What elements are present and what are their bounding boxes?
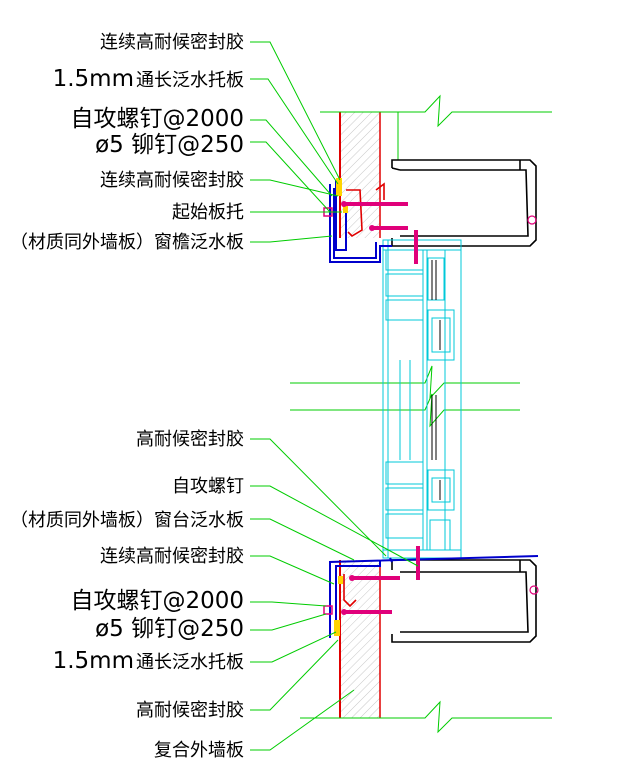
sealant-upper-1 xyxy=(336,178,342,196)
label-flashing-tray-lower-text: 通长泛水托板 xyxy=(136,652,244,673)
fastener-upper-right xyxy=(527,215,537,225)
label-screw: 自攻螺钉 xyxy=(172,476,244,497)
steel-channel-upper xyxy=(391,159,537,247)
screw-upper-2 xyxy=(369,225,408,231)
sealant-upper-2 xyxy=(343,203,348,213)
sill-support-red xyxy=(343,574,357,608)
screw-lower-2 xyxy=(341,609,392,615)
rivet-lower xyxy=(323,605,333,615)
window-frame xyxy=(382,239,462,559)
screw-lower-1 xyxy=(349,575,400,581)
labels-bottom: 高耐候密封胶 自攻螺钉 （材质同外墙板）窗台泛水板 连续高耐候密封胶 自攻螺钉@… xyxy=(10,429,244,761)
label-starter-support: 起始板托 xyxy=(172,202,244,223)
label-screw-2000-lower: 自攻螺钉@2000 xyxy=(70,588,244,614)
label-sealant-2: 连续高耐候密封胶 xyxy=(100,170,244,191)
label-sealant-1: 连续高耐候密封胶 xyxy=(100,32,244,53)
fastener-lower-right xyxy=(529,585,539,595)
label-rivet-250: ø5 铆钉@250 xyxy=(95,132,244,158)
window-sill-flashing xyxy=(329,555,539,638)
label-prefix-1: 1.5mm xyxy=(53,66,134,92)
composite-wall-lower xyxy=(339,560,381,718)
label-flashing-tray-text: 通长泛水托板 xyxy=(136,70,244,91)
label-sealant-5: 高耐候密封胶 xyxy=(136,700,244,721)
label-sealant-3: 高耐候密封胶 xyxy=(136,429,244,450)
sealant-lower-1 xyxy=(334,620,340,636)
label-composite-wall: 复合外墙板 xyxy=(154,740,244,761)
steel-channel-lower xyxy=(391,559,537,643)
starter-panel-support xyxy=(346,182,385,238)
break-lines xyxy=(290,94,552,734)
label-sealant-4: 连续高耐候密封胶 xyxy=(100,546,244,567)
sealant-lower-2 xyxy=(338,576,343,584)
label-prefix-2: 1.5mm xyxy=(53,648,134,674)
label-sill-flashing: （材质同外墙板）窗台泛水板 xyxy=(10,510,244,531)
screw-upper-1 xyxy=(341,201,408,207)
leader-lines xyxy=(250,41,419,751)
label-screw-2000: 自攻螺钉@2000 xyxy=(70,106,244,132)
window-glass xyxy=(431,260,441,500)
label-rivet-250-lower: ø5 铆钉@250 xyxy=(95,616,244,642)
label-head-flashing: （材质同外墙板）窗檐泛水板 xyxy=(10,232,244,253)
